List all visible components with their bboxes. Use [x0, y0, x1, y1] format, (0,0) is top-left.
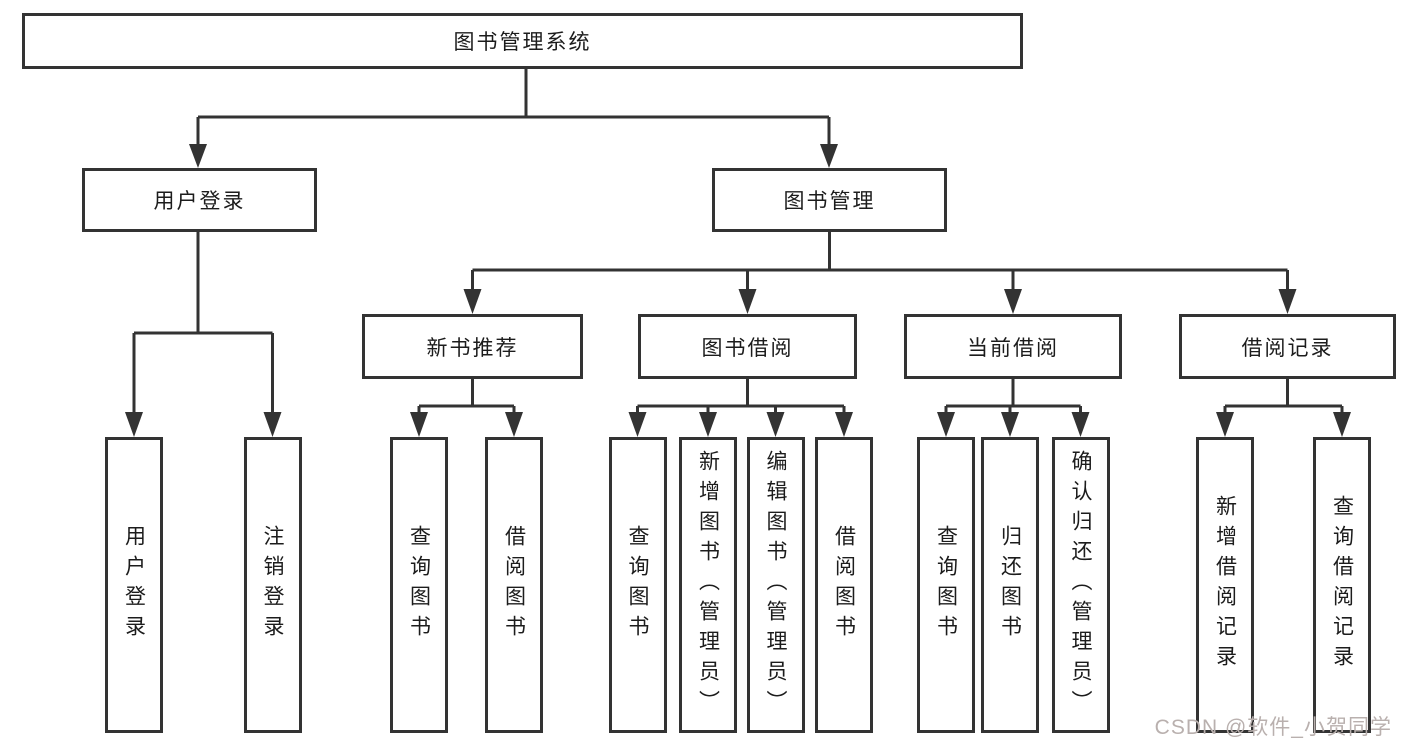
connector-borrow-records-children — [1223, 379, 1344, 416]
leaf-borrow-books: 借阅图书 — [815, 437, 873, 733]
arrow-down-icon — [505, 412, 523, 437]
arrow-down-icon — [937, 412, 955, 437]
arrow-down-icon — [1001, 412, 1019, 437]
leaf-borrow-books: 借阅图书 — [485, 437, 543, 733]
arrow-down-icon — [766, 412, 785, 437]
arrow-down-icon — [820, 144, 838, 168]
arrow-down-icon — [699, 412, 717, 437]
leaf-edit-book-admin: 编辑图书（管理员） — [746, 437, 805, 733]
leaf-query-books: 查询图书 — [917, 437, 975, 733]
leaf-label: 注销登录 — [261, 525, 284, 645]
arrow-down-icon — [410, 412, 428, 437]
node-current-borrow: 当前借阅 — [904, 314, 1122, 379]
arrow-down-icon — [463, 289, 482, 314]
leaf-query-books: 查询图书 — [390, 437, 448, 733]
leaf-label: 查询图书 — [626, 525, 649, 645]
leaf-label: 新增借阅记录 — [1213, 495, 1237, 675]
leaf-label: 编辑图书（管理员） — [764, 450, 787, 720]
node-borrow-records: 借阅记录 — [1179, 314, 1396, 379]
leaf-label: 确认归还（管理员） — [1069, 450, 1092, 720]
arrow-down-icon — [189, 144, 207, 168]
arrow-down-icon — [1216, 412, 1234, 437]
connector-book-management-children — [471, 232, 1289, 292]
arrow-down-icon — [628, 412, 647, 437]
leaf-query-borrow-record: 查询借阅记录 — [1313, 437, 1371, 733]
leaf-add-book-admin: 新增图书（管理员） — [679, 437, 737, 733]
leaf-user-login: 用户登录 — [105, 437, 163, 733]
arrow-down-icon — [1278, 289, 1297, 314]
arrow-down-icon — [1071, 412, 1090, 437]
leaf-label: 借阅图书 — [502, 525, 526, 645]
connector-book-borrow-children — [636, 379, 846, 416]
arrow-down-icon — [125, 412, 143, 437]
leaf-label: 借阅图书 — [832, 525, 856, 645]
arrow-down-icon — [1004, 289, 1022, 314]
connector-user-login-children — [132, 232, 274, 416]
arrow-down-icon — [835, 412, 853, 437]
leaf-label: 查询图书 — [934, 525, 958, 645]
leaf-label: 用户登录 — [122, 525, 146, 645]
node-book-management: 图书管理 — [712, 168, 947, 232]
leaf-logout-login: 注销登录 — [243, 437, 302, 733]
arrow-down-icon — [263, 412, 282, 437]
connector-root-to-level2 — [196, 69, 831, 146]
csdn-watermark: CSDN @软件_小贺同学 — [1154, 716, 1392, 739]
connector-new-book-recommend-children — [417, 379, 516, 416]
arrow-down-icon — [1333, 412, 1351, 437]
leaf-label: 新增图书（管理员） — [696, 450, 720, 720]
arrow-down-icon — [738, 289, 757, 314]
leaf-confirm-return-admin: 确认归还（管理员） — [1051, 437, 1110, 733]
leaf-add-borrow-record: 新增借阅记录 — [1196, 437, 1254, 733]
node-book-borrow: 图书借阅 — [638, 314, 857, 379]
leaf-label: 查询图书 — [407, 525, 431, 645]
leaf-label: 归还图书 — [998, 525, 1022, 645]
leaf-label: 查询借阅记录 — [1330, 495, 1354, 675]
node-new-book-recommend: 新书推荐 — [362, 314, 583, 379]
leaf-query-books: 查询图书 — [608, 437, 667, 733]
connector-current-borrow-children — [944, 379, 1082, 416]
leaf-return-book: 归还图书 — [981, 437, 1039, 733]
node-library-system: 图书管理系统 — [22, 13, 1023, 69]
node-user-login: 用户登录 — [82, 168, 317, 232]
